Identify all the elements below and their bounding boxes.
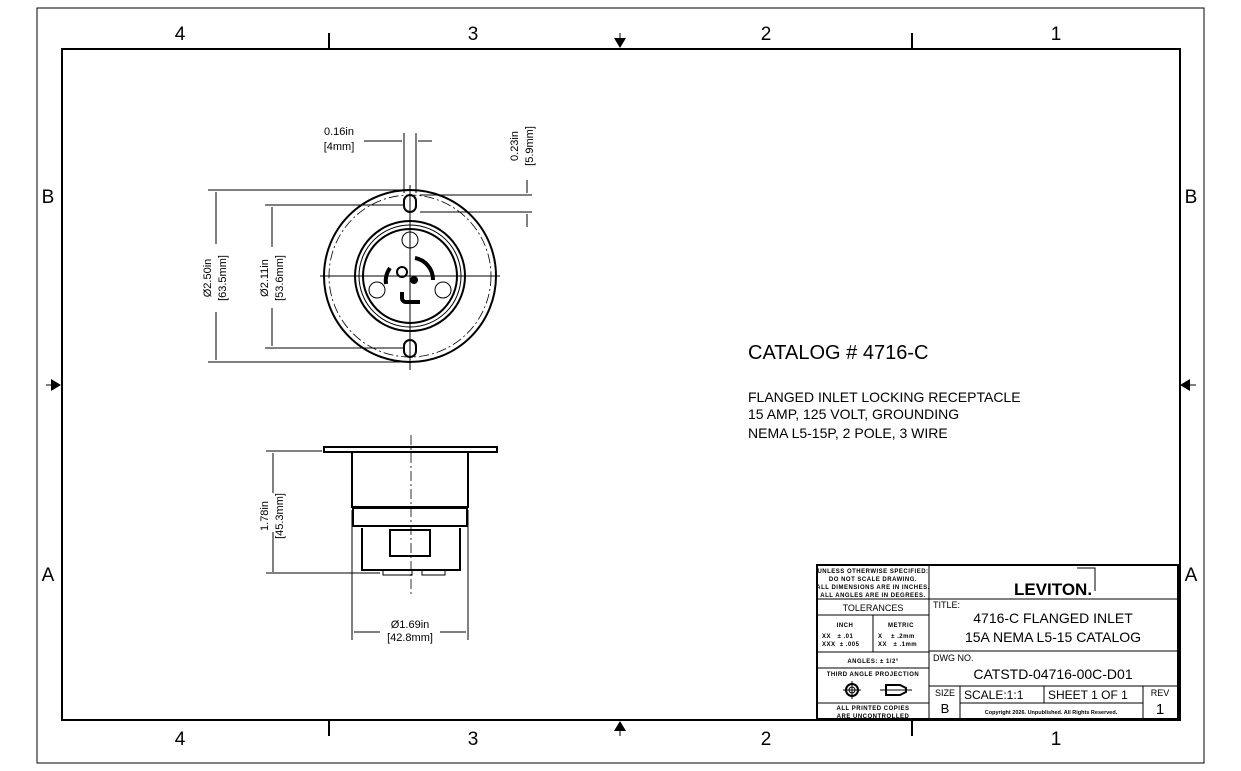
tolerances-label: TOLERANCES xyxy=(843,603,904,613)
zone-row-left: A xyxy=(42,565,55,586)
catalog-line: NEMA L5-15P, 2 POLE, 3 WIRE xyxy=(748,425,948,441)
zone-markers: 4 3 2 1 4 3 2 1 B A B A xyxy=(42,24,1198,750)
slot-width-in: 0.16in xyxy=(324,126,354,138)
zone-row-right: A xyxy=(1185,565,1198,586)
slot-height-in: 0.23in xyxy=(509,131,521,161)
outer-border xyxy=(36,7,1205,764)
third-angle-projection-icon xyxy=(843,681,912,699)
rev-label: REV xyxy=(1151,688,1170,698)
side-view: 1.78in [45.3mm] Ø1.69in [42.8mm] xyxy=(259,435,498,644)
drawing-frame xyxy=(61,48,1181,721)
catalog-heading: CATALOG # 4716-C xyxy=(748,342,928,364)
metric-label: METRIC xyxy=(888,623,914,629)
note-line: DO NOT SCALE DRAWING. xyxy=(829,577,917,583)
copies-note: ALL PRINTED COPIES xyxy=(837,706,910,712)
leviton-logo: LEVITON. xyxy=(1014,580,1092,599)
inch-tolerance: XX ± .01 xyxy=(822,634,853,640)
catalog-line: 15 AMP, 125 VOLT, GROUNDING xyxy=(748,406,959,422)
zone-col-top: 2 xyxy=(761,24,772,45)
zone-row-right: B xyxy=(1185,187,1198,208)
projection-label: THIRD ANGLE PROJECTION xyxy=(827,672,919,678)
copies-note: ARE UNCONTROLLED xyxy=(837,714,910,720)
zone-col-top: 4 xyxy=(175,24,186,45)
body-dia-in: Ø1.69in xyxy=(391,619,430,631)
depth-mm: [45.3mm] xyxy=(274,493,286,539)
size-label: SIZE xyxy=(935,688,955,698)
front-view: 0.16in [4mm] 0.23in [5.9mm] Ø2.50in [63.… xyxy=(202,126,536,370)
hole-spacing-mm: [53.6mm] xyxy=(274,255,286,301)
copyright: Copyright 2026. Unpublished. All Rights … xyxy=(985,710,1118,716)
zone-col-top: 1 xyxy=(1051,24,1062,45)
zone-col-bottom: 4 xyxy=(175,729,186,750)
depth-in: 1.78in xyxy=(259,501,271,531)
inch-label: INCH xyxy=(837,623,854,629)
scale: SCALE:1:1 xyxy=(964,688,1024,702)
sheet-size: B xyxy=(941,701,950,716)
flange-dia-in: Ø2.50in xyxy=(202,259,214,298)
note-line: UNLESS OTHERWISE SPECIFIED: xyxy=(817,569,928,575)
flange-dia-mm: [63.5mm] xyxy=(217,255,229,301)
slot-height-mm: [5.9mm] xyxy=(524,126,536,166)
angles-tolerance: ANGLES: ± 1/2° xyxy=(847,659,898,665)
title-label: TITLE: xyxy=(933,600,960,610)
inch-tolerance: XXX ± .005 xyxy=(822,642,860,648)
catalog-line: FLANGED INLET LOCKING RECEPTACLE xyxy=(748,389,1021,405)
body-dia-mm: [42.8mm] xyxy=(387,632,433,644)
catalog-description: CATALOG # 4716-C FLANGED INLET LOCKING R… xyxy=(748,342,1021,441)
hole-spacing-in: Ø2.11in xyxy=(259,259,271,297)
zone-row-left: B xyxy=(42,187,55,208)
zone-col-bottom: 1 xyxy=(1051,729,1062,750)
drawing-title: 4716-C FLANGED INLET xyxy=(973,610,1133,626)
metric-tolerance: XX ± .1mm xyxy=(878,642,917,648)
zone-col-bottom: 3 xyxy=(468,729,479,750)
drawing-title: 15A NEMA L5-15 CATALOG xyxy=(965,629,1141,645)
sheet-number: SHEET 1 OF 1 xyxy=(1048,688,1128,702)
drawing-number: CATSTD-04716-00C-D01 xyxy=(973,666,1132,682)
title-block: UNLESS OTHERWISE SPECIFIED: DO NOT SCALE… xyxy=(816,564,1179,720)
metric-tolerance: X ± .2mm xyxy=(878,634,915,640)
zone-col-top: 3 xyxy=(468,24,479,45)
zone-col-bottom: 2 xyxy=(761,729,772,750)
dwg-no-label: DWG NO. xyxy=(933,653,974,663)
slot-width-mm: [4mm] xyxy=(324,141,355,153)
revision: 1 xyxy=(1156,701,1164,718)
note-line: ALL ANGLES ARE IN DEGREES. xyxy=(820,593,925,599)
note-line: ALL DIMENSIONS ARE IN INCHES. xyxy=(816,585,930,591)
